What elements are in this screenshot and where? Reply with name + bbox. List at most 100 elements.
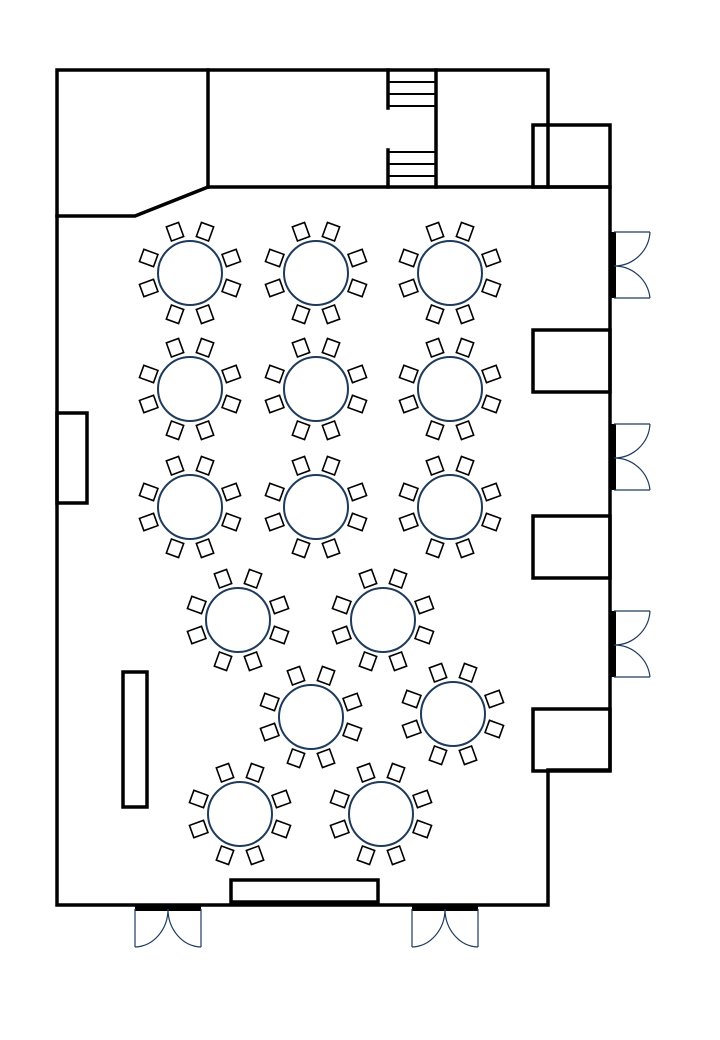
chair [259, 692, 280, 712]
chair [243, 651, 263, 672]
table-top [417, 474, 483, 540]
alcove-1 [531, 123, 612, 189]
double-door-bottom-1[interactable] [134, 905, 202, 948]
chair [138, 364, 159, 384]
stairs-lower [388, 151, 436, 177]
right-alcoves [531, 123, 612, 773]
chair [188, 819, 209, 839]
chair [425, 221, 445, 242]
round-tables [138, 221, 505, 866]
chair [455, 420, 475, 441]
chair [398, 394, 419, 414]
chair [213, 651, 233, 672]
round-table [398, 337, 502, 441]
alcove-4 [531, 707, 612, 773]
chair [165, 455, 185, 476]
chair [195, 337, 215, 358]
stage-counter [229, 878, 380, 904]
round-table [329, 762, 433, 866]
chair [195, 304, 215, 325]
chair [138, 512, 159, 532]
chair [221, 512, 242, 532]
chair [331, 595, 352, 615]
round-table [188, 762, 292, 866]
chair [358, 568, 378, 589]
round-table [138, 337, 242, 441]
chair [195, 455, 215, 476]
table-top [157, 240, 223, 306]
chair [329, 789, 350, 809]
table-top [278, 684, 344, 750]
table-top [420, 681, 486, 747]
round-table [264, 337, 368, 441]
round-table [138, 455, 242, 559]
chair [271, 819, 292, 839]
chair [138, 278, 159, 298]
chair [165, 337, 185, 358]
chair [428, 662, 448, 683]
table-top [283, 474, 349, 540]
chair [342, 722, 363, 742]
chair [356, 845, 376, 866]
chair [264, 482, 285, 502]
round-table [264, 221, 368, 325]
chair [321, 455, 341, 476]
table-top [157, 474, 223, 540]
chair [347, 364, 368, 384]
chair [347, 394, 368, 414]
chair [221, 364, 242, 384]
double-door-right-1[interactable] [610, 231, 651, 299]
chair [455, 538, 475, 559]
chair [245, 845, 265, 866]
alcove-3 [531, 514, 612, 580]
chair [358, 651, 378, 672]
chair [195, 538, 215, 559]
table-top [157, 356, 223, 422]
chair [286, 665, 306, 686]
chair [221, 248, 242, 268]
chair [316, 748, 336, 769]
chair [428, 745, 448, 766]
chair [412, 789, 433, 809]
chair [291, 304, 311, 325]
chair [329, 819, 350, 839]
double-door-right-3[interactable] [610, 610, 651, 678]
double-door-bottom-2[interactable] [411, 905, 479, 948]
chair [195, 221, 215, 242]
chair [165, 538, 185, 559]
chair [291, 337, 311, 358]
chair [215, 762, 235, 783]
chair [286, 748, 306, 769]
chair [321, 538, 341, 559]
chair [264, 512, 285, 532]
chair [455, 337, 475, 358]
chair [188, 789, 209, 809]
round-table [264, 455, 368, 559]
round-table [138, 221, 242, 325]
chair [425, 337, 445, 358]
chair [291, 420, 311, 441]
chair [342, 692, 363, 712]
chair [165, 420, 185, 441]
double-door-right-2[interactable] [610, 423, 651, 491]
alcove-2 [531, 328, 612, 394]
chair [186, 595, 207, 615]
chair [401, 719, 422, 739]
chair [481, 512, 502, 532]
chair [481, 364, 502, 384]
chair [398, 364, 419, 384]
chair [398, 482, 419, 502]
chair [481, 248, 502, 268]
chair [388, 568, 408, 589]
chair [221, 278, 242, 298]
chair [215, 845, 235, 866]
chair [386, 845, 406, 866]
chair [138, 482, 159, 502]
chair [401, 689, 422, 709]
chair [138, 394, 159, 414]
chair [347, 482, 368, 502]
round-table [259, 665, 363, 769]
chair [321, 304, 341, 325]
chair [269, 625, 290, 645]
chair [356, 762, 376, 783]
